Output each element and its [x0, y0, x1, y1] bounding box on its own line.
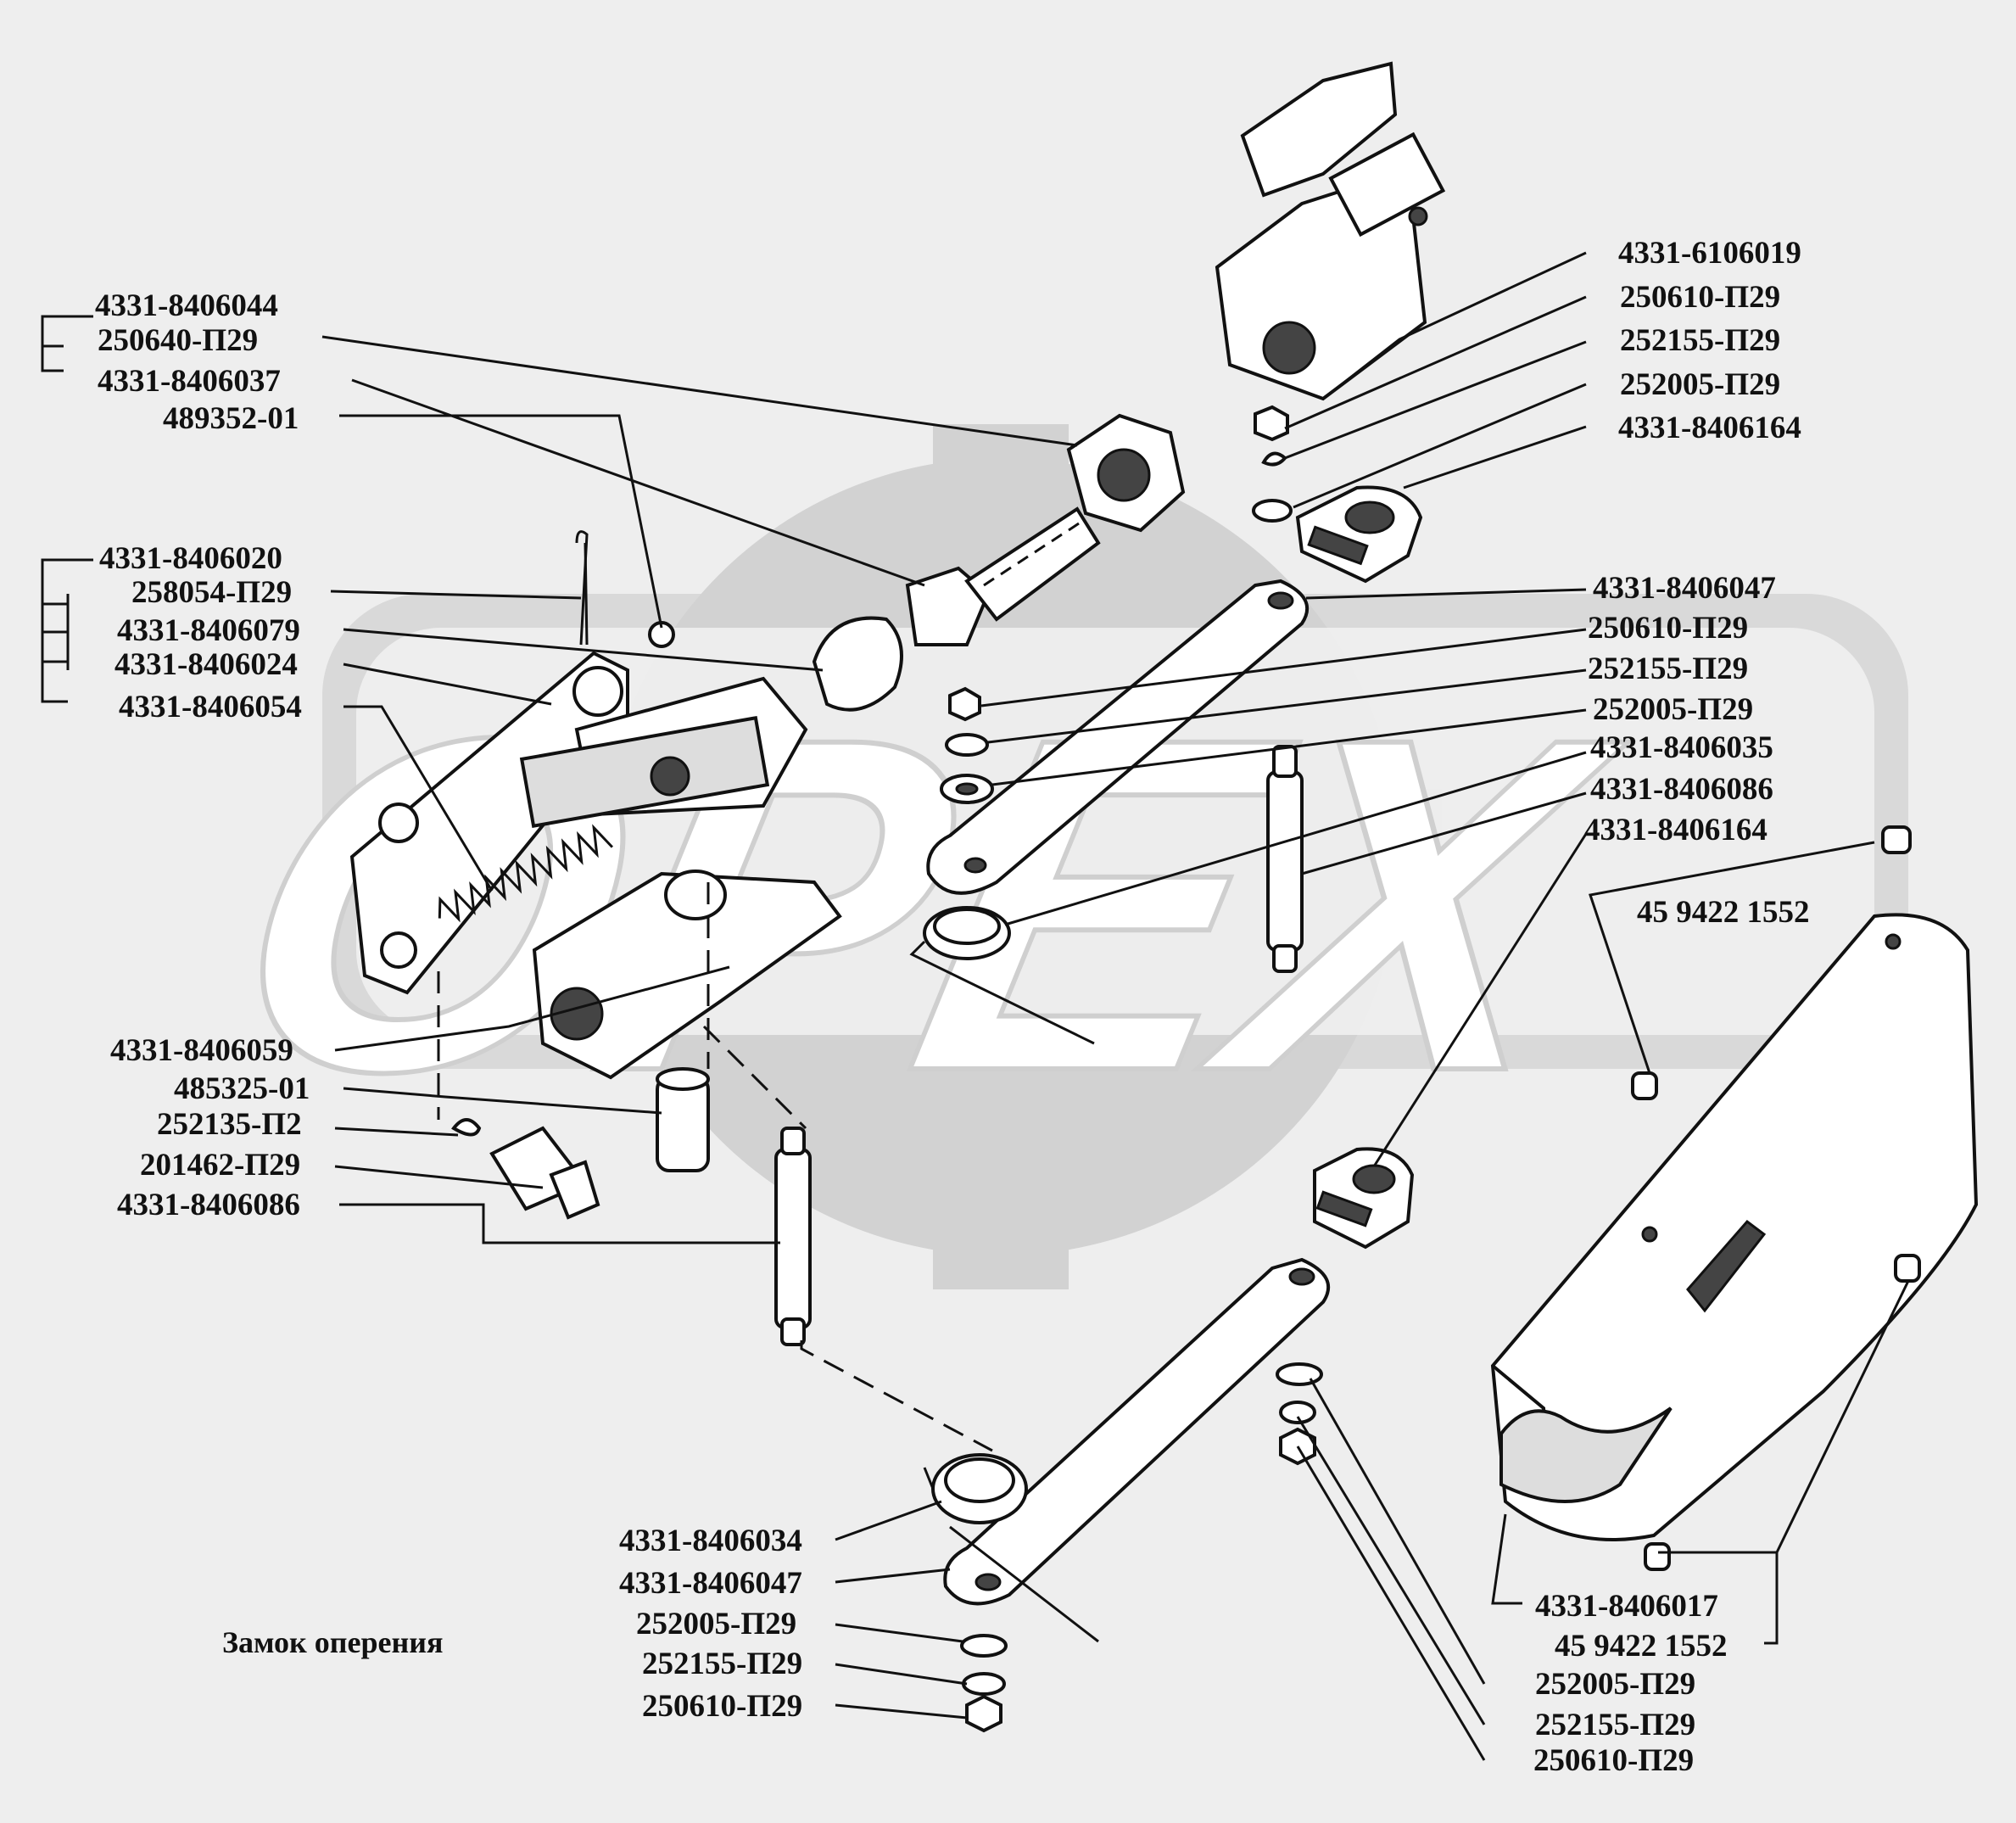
label-258054-p29: 258054-П29: [131, 575, 292, 610]
label-4331-8406034: 4331-8406034: [619, 1524, 802, 1558]
label-250610-p29-top: 250610-П29: [1620, 280, 1780, 315]
label-252005-p29-mid: 252005-П29: [1593, 692, 1753, 727]
lever-arm-lower: [943, 1257, 1331, 1606]
stop-pin: [656, 1067, 710, 1172]
label-250610-p29-bottom: 250610-П29: [642, 1689, 802, 1724]
label-252155-p29-right: 252155-П29: [1535, 1708, 1695, 1742]
label-4331-8406086-left: 4331-8406086: [117, 1188, 300, 1222]
label-4331-8406037: 4331-8406037: [98, 364, 281, 399]
torsion-spring-top: [909, 906, 1095, 1045]
hex-nut-top: [1066, 413, 1186, 533]
swivel-eye-top: [1295, 485, 1423, 584]
label-250610-p29-right: 250610-П29: [1533, 1743, 1694, 1778]
knurled-cap: [812, 616, 903, 712]
middle-fasteners: [940, 686, 994, 804]
valve-body-part: [1215, 61, 1446, 401]
main-housing-part: [349, 651, 842, 1080]
diagram-title: Замок оперения: [222, 1625, 443, 1659]
label-4331-8406164-top: 4331-8406164: [1618, 411, 1801, 445]
threaded-bolt: [905, 506, 1101, 646]
label-45-9422-1552-bottom: 45 9422 1552: [1555, 1629, 1728, 1664]
pin-lower: [774, 1127, 812, 1346]
label-250610-p29-mid: 250610-П29: [1588, 611, 1748, 646]
label-4331-8406086-right: 4331-8406086: [1590, 772, 1773, 807]
swivel-eye-lower: [1313, 1147, 1415, 1250]
cover-housing-part: [1490, 913, 1979, 1541]
label-4331-8406054: 4331-8406054: [119, 690, 302, 724]
label-4331-8406035: 4331-8406035: [1590, 730, 1773, 765]
label-4331-8406044: 4331-8406044: [95, 288, 278, 323]
label-4331-8406059: 4331-8406059: [110, 1033, 293, 1068]
lower-fasteners: [960, 1634, 1008, 1733]
label-45-9422-1552-top: 45 9422 1552: [1637, 895, 1810, 930]
label-4331-8406047-top: 4331-8406047: [1593, 571, 1776, 606]
label-4331-8406047-bottom: 4331-8406047: [619, 1566, 802, 1601]
label-4331-8406164-mid: 4331-8406164: [1584, 813, 1767, 847]
screw-top-right: [1631, 825, 1921, 1571]
leader-lines: [41, 251, 1910, 1761]
label-4331-8406079: 4331-8406079: [117, 613, 300, 648]
label-252005-p29-right: 252005-П29: [1535, 1667, 1695, 1702]
bolt-lower-left: [451, 1118, 600, 1220]
label-252155-p29-top: 252155-П29: [1620, 323, 1780, 358]
label-252005-p29-bottom: 252005-П29: [636, 1607, 796, 1641]
compression-spring: [438, 824, 614, 923]
lever-arm-top: [926, 579, 1310, 895]
label-201462-p29: 201462-П29: [140, 1148, 300, 1183]
label-485325-01: 485325-01: [174, 1071, 310, 1106]
part-labels: 4331-8406044 250640-П29 4331-8406037 489…: [95, 236, 1810, 1778]
top-fasteners: [1252, 405, 1293, 523]
label-4331-8406020: 4331-8406020: [99, 541, 282, 576]
label-489352-01: 489352-01: [163, 401, 299, 436]
pin-right: [1266, 745, 1304, 973]
label-250640-p29: 250640-П29: [98, 323, 258, 358]
label-252135-p2: 252135-П2: [157, 1107, 302, 1142]
label-252155-p29-mid: 252155-П29: [1588, 651, 1748, 686]
label-4331-8406017: 4331-8406017: [1535, 1589, 1718, 1624]
torsion-spring-lower: [923, 1453, 1099, 1643]
label-252005-p29-top: 252005-П29: [1620, 367, 1780, 402]
label-4331-6106019: 4331-6106019: [1618, 236, 1801, 271]
label-252155-p29-bottom: 252155-П29: [642, 1647, 802, 1681]
cotter-pin: [575, 530, 589, 646]
label-4331-8406024: 4331-8406024: [114, 647, 298, 682]
